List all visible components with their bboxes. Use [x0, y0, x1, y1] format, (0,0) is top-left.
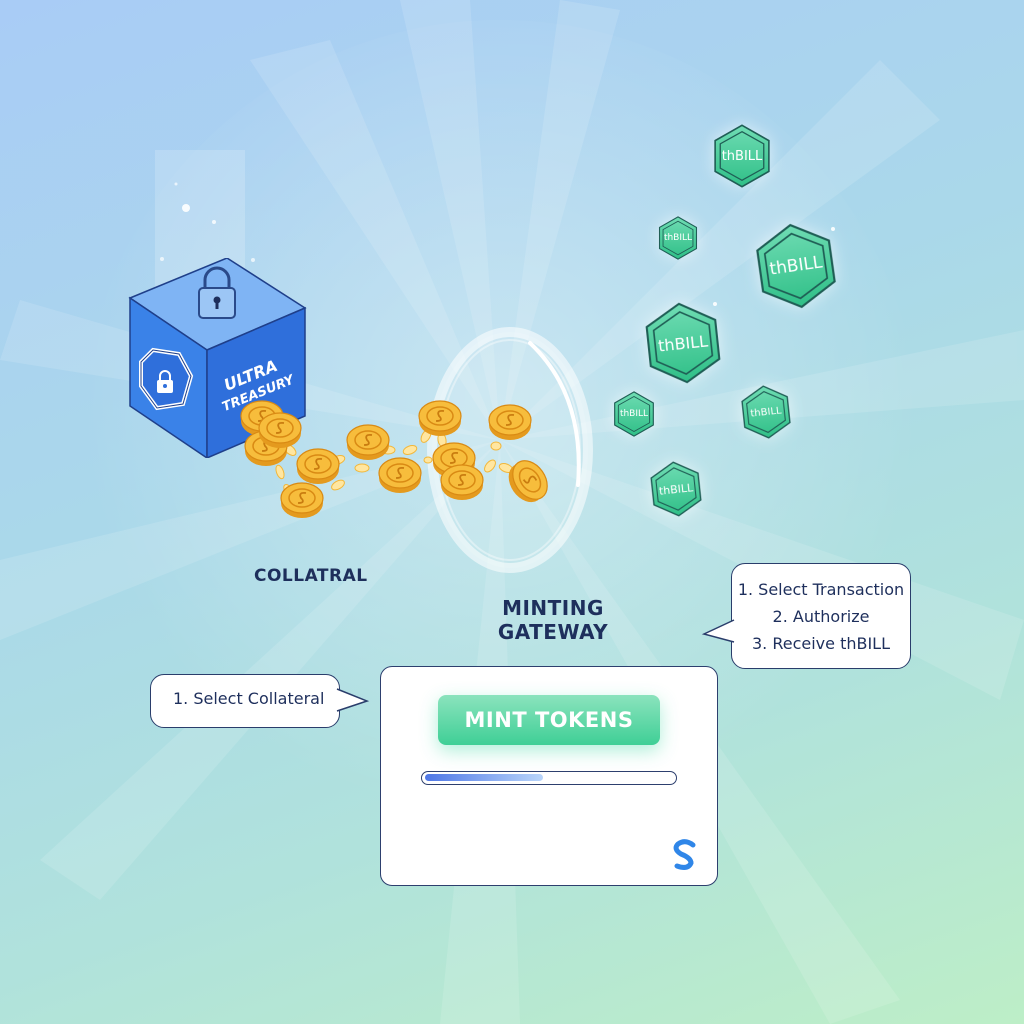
progress-fill: [425, 774, 543, 781]
step-1: 1. Select Transaction: [737, 580, 905, 599]
s-logo-icon: [673, 839, 696, 870]
thbill-token: thBILL: [747, 217, 844, 314]
thbill-token: thBILL: [611, 391, 657, 437]
transaction-steps-callout: 1. Select Transaction 2. Authorize 3. Re…: [701, 563, 911, 669]
mint-progress-bar: [421, 771, 677, 785]
minting-gateway-ring: [427, 327, 593, 573]
select-collateral-callout: 1. Select Collateral: [150, 674, 370, 728]
thbill-token: thBILL: [645, 458, 707, 520]
step-3: 3. Receive thBILL: [751, 634, 890, 653]
thbill-token: thBILL: [710, 124, 774, 188]
thbill-token: thBILL: [736, 382, 795, 441]
callout-tail: [335, 688, 370, 712]
mint-tokens-button[interactable]: MINT TOKENS: [438, 695, 660, 745]
callout-tail: [701, 619, 736, 643]
callout-text: 1. Select Collateral: [173, 689, 325, 708]
thbill-token: thBILL: [638, 298, 728, 388]
step-2: 2. Authorize: [772, 607, 870, 626]
gateway-label-line2: GATEWAY: [497, 620, 609, 644]
minting-gateway-label: MINTING GATEWAY: [486, 596, 620, 644]
mint-tokens-panel: MINT TOKENS: [380, 666, 718, 886]
gateway-label-line1: MINTING: [502, 596, 604, 620]
collateral-coin-stream: [240, 400, 556, 519]
padlock-icon: [198, 266, 236, 319]
ultra-treasury-vault: ULTRA TREASURY: [128, 258, 307, 458]
shield-lock-icon: [139, 347, 194, 411]
collateral-label: COLLATRAL: [254, 566, 368, 586]
thbill-token: thBILL: [656, 216, 700, 260]
